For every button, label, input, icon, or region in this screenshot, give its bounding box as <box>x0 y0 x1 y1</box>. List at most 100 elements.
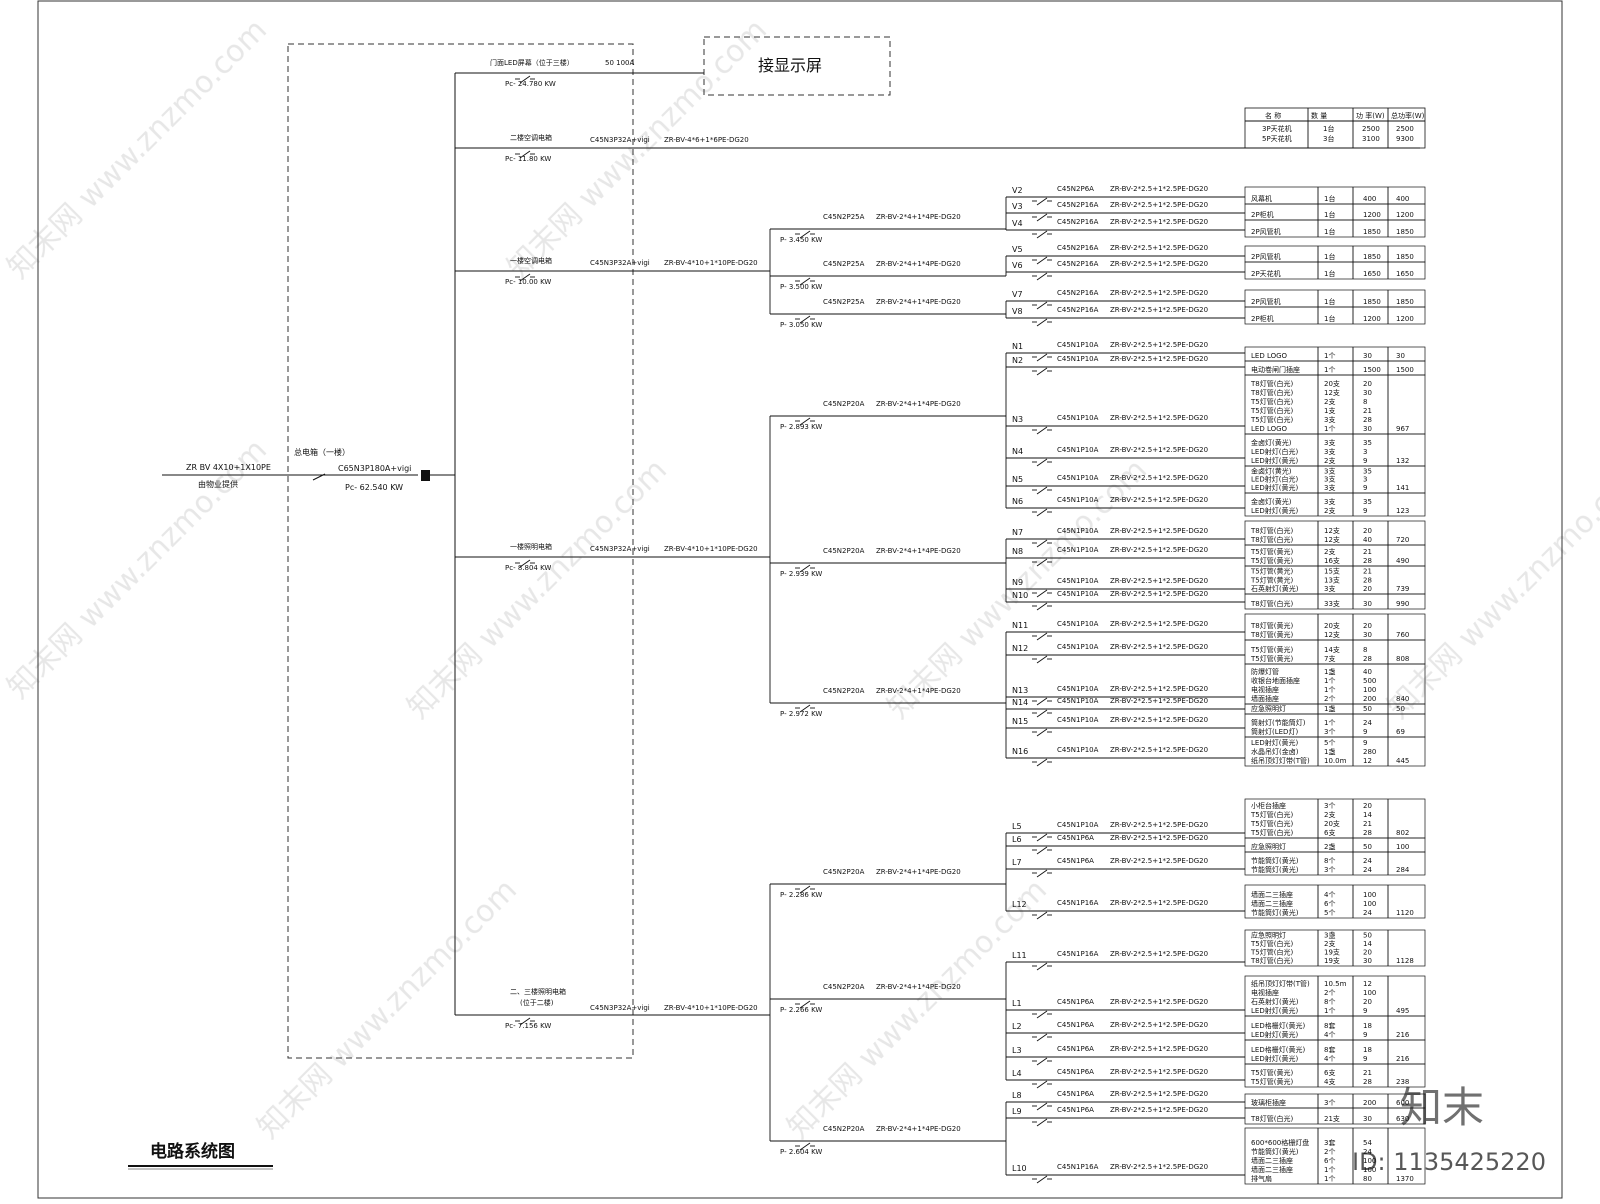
aircon-table <box>1244 107 1426 149</box>
load-name: 纸吊顶灯灯带(T管) <box>1251 979 1310 988</box>
circuit-breaker-symbol <box>1036 558 1048 567</box>
load-power: 9 <box>1363 728 1367 736</box>
circuit-breaker: C45N2P6A <box>1057 185 1094 193</box>
load-qty: 3个 <box>1324 802 1335 810</box>
load-total: 720 <box>1396 536 1409 544</box>
circuit-id: N4 <box>1012 447 1023 456</box>
load-qty: 12支 <box>1324 388 1340 397</box>
load-name: 应急照明灯 <box>1251 842 1286 851</box>
load-power: 12 <box>1363 980 1372 988</box>
load-power: 100 <box>1363 1157 1376 1165</box>
subfeeder-cable: ZR-BV-2*4+1*4PE-DG20 <box>876 687 961 695</box>
feeder-spec: 50 100A <box>605 59 634 67</box>
load-power: 30 <box>1363 389 1372 397</box>
load-name: 小柜台插座 <box>1251 801 1286 810</box>
circuit-id: L2 <box>1012 1022 1022 1031</box>
feeder-power: Pc- 7.156 KW <box>505 1022 551 1030</box>
load-name: 节能筒灯(黄光) <box>1251 1147 1299 1156</box>
load-qty: 2支 <box>1324 547 1335 556</box>
load-power: 9 <box>1363 1007 1367 1015</box>
load-power: 100 <box>1363 1166 1376 1174</box>
circuit-id: L11 <box>1012 951 1027 960</box>
circuit-cable: ZR-BV-2*2.5+1*2.5PE-DG20 <box>1110 185 1208 193</box>
subfeeder-power: P- 2.604 KW <box>780 1148 822 1156</box>
main-breaker-contact <box>312 473 326 481</box>
circuit-breaker: C45N1P6A <box>1057 998 1094 1006</box>
load-power: 40 <box>1363 668 1372 676</box>
load-power: 1850 <box>1363 298 1381 306</box>
load-power: 40 <box>1363 536 1372 544</box>
watermark-text: 知末网 www.znzmo.com <box>251 873 524 1146</box>
load-power: 54 <box>1363 1139 1372 1147</box>
load-power: 30 <box>1363 631 1372 639</box>
circuit-breaker-symbol <box>1036 508 1048 517</box>
circuit-breaker-symbol <box>1036 655 1048 664</box>
load-name: 水晶吊灯(金卤) <box>1251 747 1299 756</box>
circuit-cable: ZR-BV-2*2.5+1*2.5PE-DG20 <box>1110 821 1208 829</box>
load-total: 1370 <box>1396 1175 1414 1183</box>
load-power: 3 <box>1363 476 1367 484</box>
load-power: 1200 <box>1363 315 1381 323</box>
load-name: T5灯管(白光) <box>1250 939 1293 948</box>
load-qty: 2支 <box>1324 456 1335 465</box>
circuit-cable: ZR-BV-2*2.5+1*2.5PE-DG20 <box>1110 218 1208 226</box>
load-table <box>1244 1063 1426 1088</box>
load-table <box>1244 929 1426 967</box>
load-name: 电视插座 <box>1251 685 1279 694</box>
circuit-id: L5 <box>1012 822 1022 831</box>
load-table <box>1244 492 1426 517</box>
load-table <box>1244 306 1426 325</box>
load-power: 200 <box>1363 695 1376 703</box>
load-power: 280 <box>1363 748 1376 756</box>
load-name: T5灯管(白光) <box>1250 406 1293 415</box>
circuit-id: N16 <box>1012 747 1028 756</box>
load-name: 墙面插座 <box>1251 694 1279 703</box>
subfeeder-breaker-symbol <box>799 315 811 324</box>
load-power: 30 <box>1363 352 1372 360</box>
load-power: 100 <box>1363 686 1376 694</box>
feeder-name: 一楼照明电箱 <box>510 542 552 551</box>
load-qty: 19支 <box>1324 948 1340 957</box>
circuit-breaker-symbol <box>1036 1102 1048 1111</box>
load-name: 筒射灯(LED灯) <box>1251 727 1298 736</box>
circuit-breaker-symbol <box>1036 367 1048 376</box>
subfeeder-breaker-symbol <box>799 277 811 286</box>
load-qty: 3支 <box>1324 415 1335 424</box>
subfeeder-cable: ZR-BV-2*4+1*4PE-DG20 <box>876 1125 961 1133</box>
load-qty: 10.0m <box>1324 757 1347 765</box>
load-power: 9 <box>1363 739 1367 747</box>
circuit-breaker-symbol <box>1036 197 1048 206</box>
table-header: 总功率(W) <box>1391 111 1425 120</box>
circuit-breaker: C45N1P10A <box>1057 577 1099 585</box>
load-total: 238 <box>1396 1078 1409 1086</box>
load-power: 80 <box>1363 1175 1372 1183</box>
circuit-breaker-symbol <box>1036 1118 1048 1127</box>
subfeeder-breaker: C45N2P20A <box>823 983 865 991</box>
subfeeder-breaker-symbol <box>799 1000 811 1009</box>
circuit-breaker: C45N1P6A <box>1057 1090 1094 1098</box>
circuit-cable: ZR-BV-2*2.5+1*2.5PE-DG20 <box>1110 590 1208 598</box>
load-power: 20 <box>1363 380 1372 388</box>
load-name: LED格栅灯(黄光) <box>1251 1045 1305 1054</box>
incoming-cable: ZR BV 4X10+1X10PE <box>186 463 271 472</box>
load-qty: 5个 <box>1324 909 1335 917</box>
feeder-breaker-symbol <box>519 273 531 282</box>
load-power: 28 <box>1363 655 1372 663</box>
subfeeder-breaker-symbol <box>799 704 811 713</box>
load-power: 24 <box>1363 719 1372 727</box>
load-table <box>1244 593 1426 610</box>
feeder-power: Pc- 10.00 KW <box>505 278 551 286</box>
table-cell: 2500 <box>1396 125 1414 133</box>
circuit-breaker: C45N1P10A <box>1057 446 1099 454</box>
load-power: 20 <box>1363 802 1372 810</box>
circuit-id: N14 <box>1012 698 1028 707</box>
load-qty: 1台 <box>1324 194 1335 203</box>
load-power: 100 <box>1363 891 1376 899</box>
load-power: 20 <box>1363 527 1372 535</box>
circuit-id: N12 <box>1012 644 1028 653</box>
subfeeder-cable: ZR-BV-2*4+1*4PE-DG20 <box>876 213 961 221</box>
load-qty: 2个 <box>1324 989 1335 997</box>
load-name: 玻璃柜插座 <box>1251 1098 1286 1107</box>
display-screen-label: 接显示屏 <box>758 56 822 75</box>
circuit-breaker: C45N1P6A <box>1057 834 1094 842</box>
